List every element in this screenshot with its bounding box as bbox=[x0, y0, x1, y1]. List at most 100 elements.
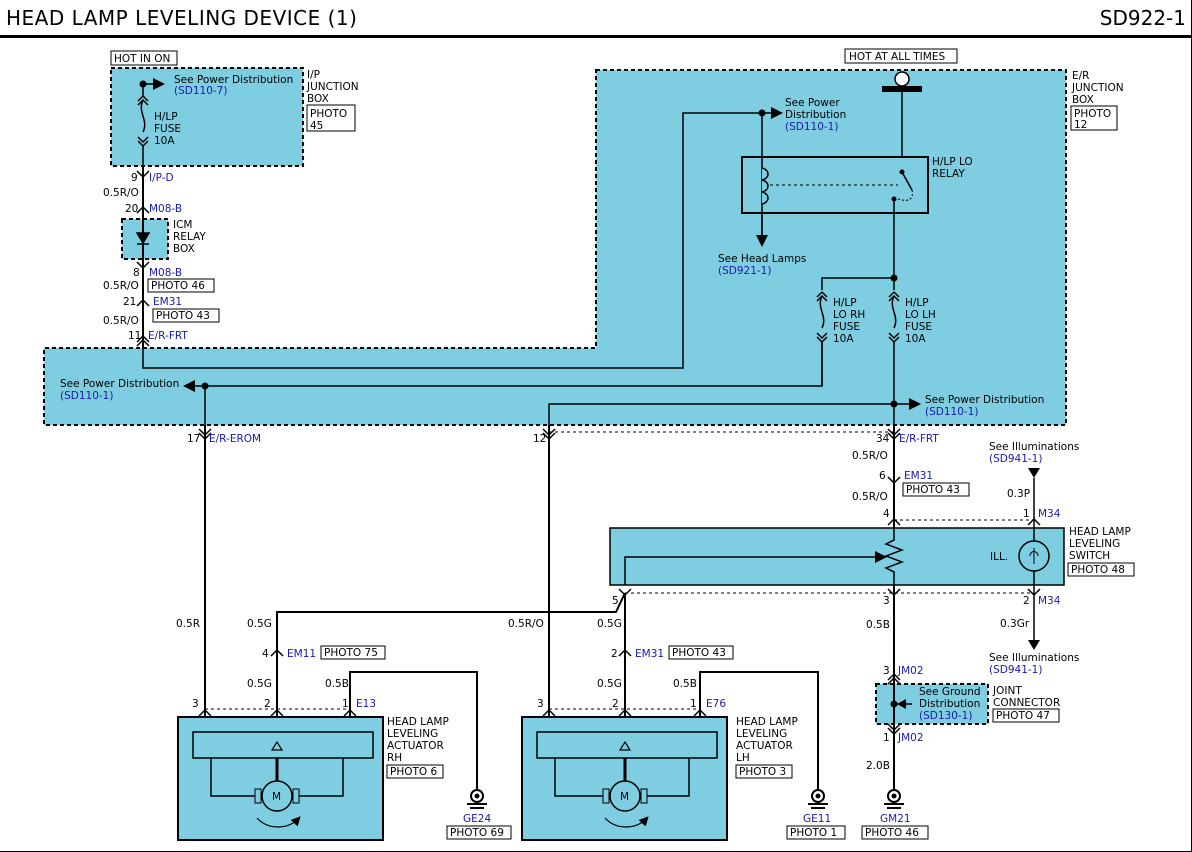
lh-fuse-l4: 10A bbox=[905, 333, 926, 345]
photo43-lh-frame bbox=[668, 645, 734, 660]
lh-name-l1: HEAD LAMP bbox=[736, 716, 798, 728]
ip-fuse-l2: FUSE bbox=[154, 123, 181, 135]
ip-photo-frame bbox=[306, 104, 356, 132]
wire-lh-05ro-label: 0.5R/O bbox=[508, 618, 544, 630]
ip-photo-l1: PHOTO bbox=[310, 108, 347, 120]
er-see-power-left: See Power Distribution bbox=[60, 378, 179, 390]
pin-1-switch: 1 bbox=[1023, 508, 1030, 520]
pin-lh-2: 2 bbox=[612, 698, 619, 710]
hot-at-all-times-frame bbox=[844, 48, 958, 64]
rh-actuator-internal bbox=[210, 758, 344, 797]
see-illum-bot-ref: (SD941-1) bbox=[989, 664, 1042, 676]
photo43-left-frame bbox=[152, 308, 220, 323]
lh-fuse-l1: H/LP bbox=[905, 297, 929, 309]
ge24-photo-label: PHOTO 69 bbox=[450, 827, 504, 839]
conn-e13-label: E13 bbox=[356, 698, 376, 710]
wire-05b-ground: 0.5B bbox=[866, 619, 890, 631]
see-illum-bot: See Illuminations bbox=[989, 652, 1079, 664]
switch-ill-label: ILL. bbox=[990, 551, 1008, 563]
see-illum-top: See Illuminations bbox=[989, 441, 1079, 453]
photo75-label: PHOTO 75 bbox=[324, 647, 378, 659]
gm21-ground-bars bbox=[884, 803, 904, 809]
wire-lh-05g-b: 0.5G bbox=[597, 678, 622, 690]
wire-rh-05b-label: 0.5B bbox=[325, 678, 349, 690]
rh-motor-brush-r bbox=[292, 788, 300, 804]
lh-actuator-internal bbox=[554, 758, 690, 797]
lh-control-triangle-icon bbox=[618, 740, 632, 751]
rh-photo-label: PHOTO 6 bbox=[390, 766, 438, 778]
wire-rh-05r-label: 0.5R bbox=[176, 618, 200, 630]
conn-erom-label: E/R-EROM bbox=[209, 433, 261, 445]
conn-em31-right bbox=[887, 476, 901, 485]
conn-em11-label: EM11 bbox=[287, 648, 316, 660]
ip-fuse-symbol bbox=[137, 84, 149, 166]
ge24-label: GE24 bbox=[463, 813, 491, 825]
lh-name-l4: LH bbox=[736, 752, 750, 764]
conn-e76-label: E76 bbox=[706, 698, 726, 710]
ip-box-name-l3: BOX bbox=[307, 93, 329, 105]
rh-name-l3: ACTUATOR bbox=[387, 740, 444, 752]
conn-switch-top-4 bbox=[887, 517, 901, 526]
pin-6: 6 bbox=[879, 470, 886, 482]
photo75-frame bbox=[320, 645, 386, 660]
lh-motor-label: M bbox=[620, 791, 629, 803]
switch-l2: LEVELING bbox=[1069, 538, 1120, 550]
rh-motor-icon bbox=[261, 780, 293, 812]
joint-l2: CONNECTOR bbox=[993, 697, 1060, 709]
pin-17: 17 bbox=[187, 433, 200, 445]
conn-m08b-2-label: M08-B bbox=[149, 267, 182, 279]
rh-photo-frame bbox=[386, 764, 444, 779]
wire-lh-05b-label: 0.5B bbox=[673, 678, 697, 690]
switch-photo-frame bbox=[1067, 562, 1135, 577]
conn-rh-1 bbox=[343, 708, 357, 717]
wire-20b: 2.0B bbox=[866, 760, 890, 772]
conn-lh-1 bbox=[693, 708, 707, 717]
rh-name-l1: HEAD LAMP bbox=[387, 716, 449, 728]
conn-em31-lh-label: EM31 bbox=[635, 648, 664, 660]
illum-bot-arrow-icon bbox=[1028, 640, 1040, 650]
lh-name-l3: ACTUATOR bbox=[736, 740, 793, 752]
conn-erfrt-left-label: E/R-FRT bbox=[148, 330, 188, 342]
er-see-power-left-ref: (SD110-1) bbox=[60, 390, 113, 402]
rh-fuse-l4: 10A bbox=[833, 333, 854, 345]
ge11-photo-label: PHOTO 1 bbox=[790, 827, 837, 839]
conn-lh-2 bbox=[618, 708, 632, 717]
pin-1-jm02: 1 bbox=[883, 732, 890, 744]
gm21-photo-label: PHOTO 46 bbox=[865, 827, 919, 839]
illum-top-arrow-icon bbox=[1028, 468, 1040, 478]
conn-erfrt-right-label: E/R-FRT bbox=[899, 433, 939, 445]
lh-fuse-l2: LO LH bbox=[905, 309, 936, 321]
pin-20: 20 bbox=[125, 203, 138, 215]
pin-rh-1: 1 bbox=[342, 698, 349, 710]
lh-fuse-l3: FUSE bbox=[905, 321, 932, 333]
ge24-photo-frame bbox=[446, 825, 512, 840]
wire-rh-fuse-out bbox=[205, 342, 823, 387]
joint-photo-label: PHOTO 47 bbox=[996, 710, 1050, 722]
conn-em31-right-label: EM31 bbox=[904, 470, 933, 482]
pin-11: 11 bbox=[128, 330, 141, 342]
rh-motor-brush-l bbox=[254, 788, 262, 804]
conn-m08b-2 bbox=[136, 261, 150, 270]
photo43-left-label: PHOTO 43 bbox=[156, 310, 210, 322]
wire-rh-05g-a: 0.5G bbox=[247, 618, 272, 630]
relay-l2: RELAY bbox=[932, 168, 965, 180]
ground-ref: (SD130-1) bbox=[919, 710, 972, 722]
conn-rh-3 bbox=[198, 708, 212, 717]
pin-12: 12 bbox=[533, 433, 546, 445]
lh-fuse-symbol bbox=[888, 278, 900, 425]
lh-motor-icon bbox=[609, 780, 641, 812]
gm21-ground-core bbox=[891, 793, 897, 799]
pin-rh-2: 2 bbox=[264, 698, 271, 710]
gm21-photo-frame bbox=[861, 825, 929, 840]
page-code: SD922-1 bbox=[1099, 6, 1186, 30]
conn-m08b-1 bbox=[136, 205, 150, 214]
wire-lh-branch bbox=[548, 403, 894, 425]
conn-ipd-label: I/P-D bbox=[149, 172, 174, 184]
ip-box-name-l1: I/P bbox=[307, 69, 320, 81]
see-illum-top-ref: (SD941-1) bbox=[989, 453, 1042, 465]
conn-jm02-bot bbox=[887, 723, 901, 736]
conn-ipd bbox=[136, 170, 150, 179]
ip-fuse-l1: H/LP bbox=[154, 111, 178, 123]
hot-in-on-frame bbox=[110, 50, 178, 66]
joint-ground-arrowhead bbox=[897, 699, 906, 709]
